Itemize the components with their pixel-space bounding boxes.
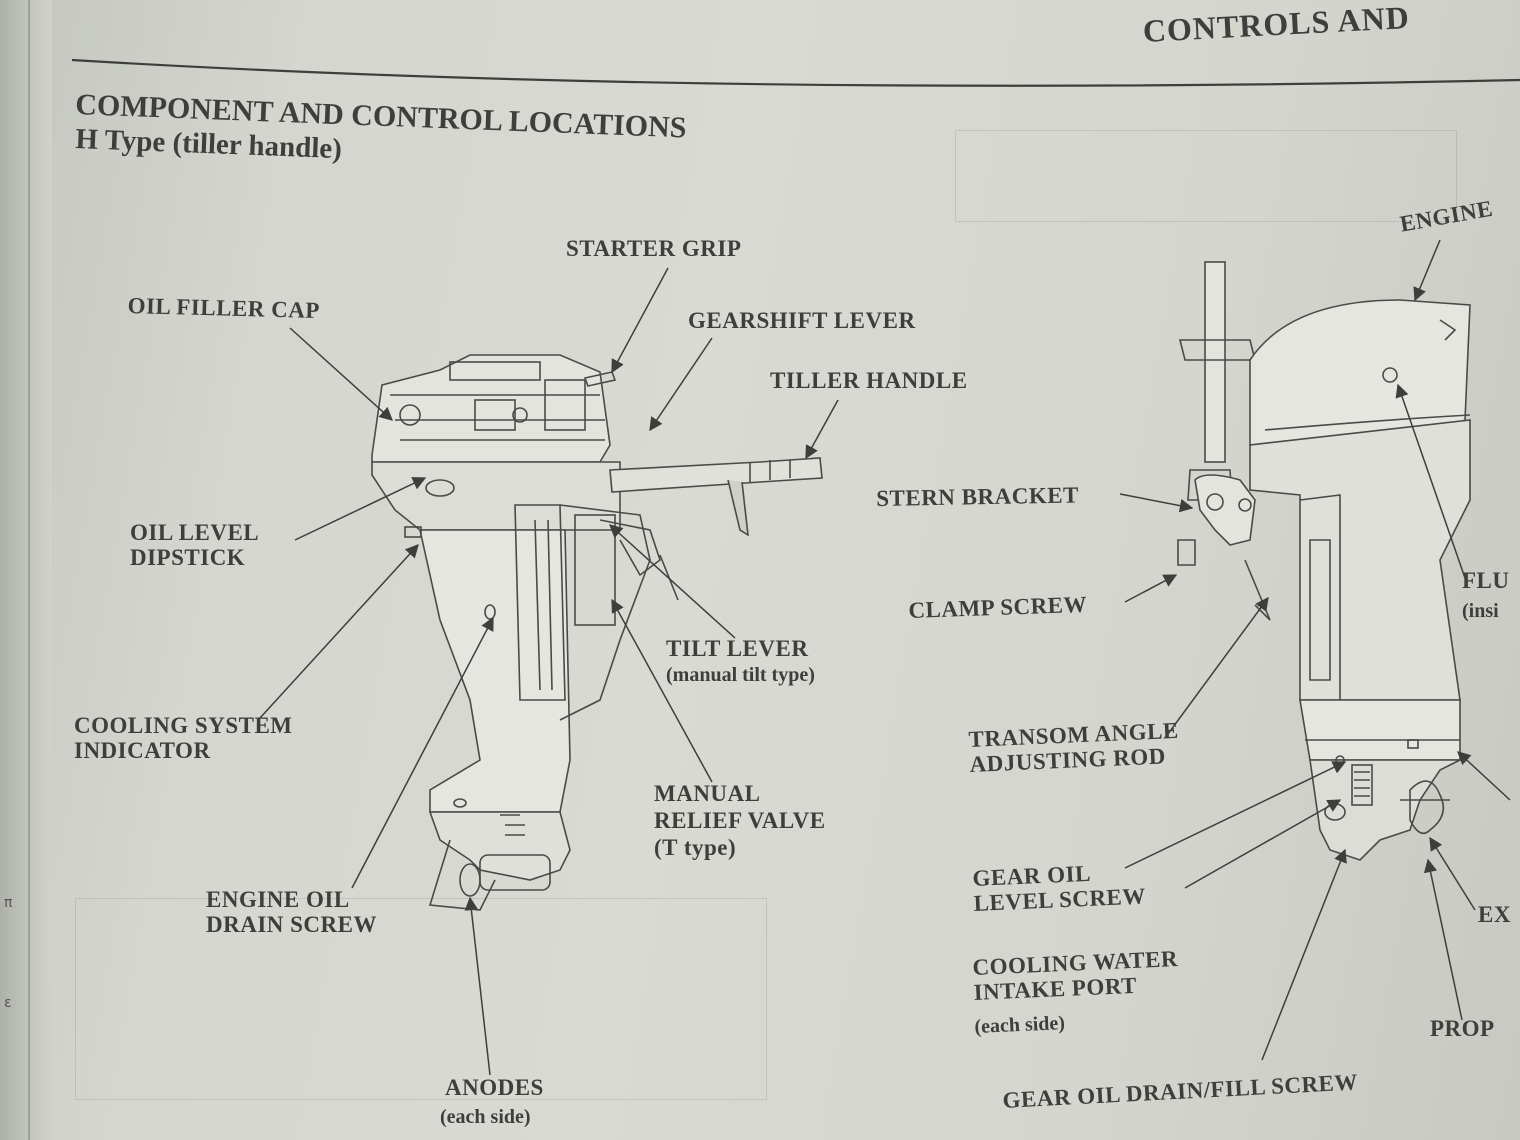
label-flu-note: (insi bbox=[1462, 600, 1499, 622]
label-cooling-system-indicator-line1: COOLING SYSTEM bbox=[74, 713, 293, 738]
label-starter-grip: STARTER GRIP bbox=[566, 236, 742, 261]
label-flu: FLU bbox=[1462, 568, 1510, 593]
margin-mark: π bbox=[4, 895, 13, 911]
label-manual-relief-valve-line2: RELIEF VALVE bbox=[654, 808, 826, 834]
label-anodes-note: (each side) bbox=[440, 1106, 531, 1128]
label-gearshift-lever: GEARSHIFT LEVER bbox=[688, 308, 916, 333]
book-spine-shadow bbox=[0, 0, 52, 1140]
margin-mark-2: ε bbox=[4, 995, 12, 1011]
leader-lines bbox=[259, 239, 1511, 1076]
label-oil-level-dipstick-line1: OIL LEVEL bbox=[130, 520, 260, 545]
label-tiller-handle: TILLER HANDLE bbox=[770, 368, 968, 393]
page-edge bbox=[28, 0, 30, 1140]
label-oil-filler-cap: OIL FILLER CAP bbox=[127, 293, 321, 324]
label-gear-oil-level-screw: GEAR OIL LEVEL SCREW bbox=[972, 858, 1146, 916]
left-motor-drawing bbox=[371, 354, 823, 911]
label-engine-oil-drain-screw: ENGINE OIL DRAIN SCREW bbox=[206, 887, 377, 938]
label-ex: EX bbox=[1478, 902, 1511, 927]
label-cooling-water-intake-port-note: (each side) bbox=[974, 1012, 1066, 1038]
header-rule bbox=[71, 58, 1520, 87]
label-tilt-lever-note: (manual tilt type) bbox=[666, 664, 815, 686]
label-engine-oil-drain-screw-line1: ENGINE OIL bbox=[206, 887, 350, 912]
label-cooling-water-intake-port: COOLING WATER INTAKE PORT bbox=[972, 946, 1180, 1006]
label-transom-angle-adjusting-rod: TRANSOM ANGLE ADJUSTING ROD bbox=[968, 718, 1180, 778]
label-manual-relief-valve-line1: MANUAL bbox=[654, 781, 761, 806]
ghost-box-reverse-page bbox=[75, 898, 767, 1100]
label-engine-oil-drain-screw-line2: DRAIN SCREW bbox=[206, 912, 377, 938]
label-cooling-system-indicator: COOLING SYSTEM INDICATOR bbox=[74, 713, 293, 764]
label-manual-relief-valve-line3: (T type) bbox=[654, 835, 737, 861]
label-prop: PROP bbox=[1430, 1016, 1495, 1041]
label-manual-relief-valve: MANUAL RELIEF VALVE (T type) bbox=[654, 780, 826, 861]
label-cooling-system-indicator-line2: INDICATOR bbox=[74, 738, 211, 764]
label-stern-bracket: STERN BRACKET bbox=[876, 482, 1080, 511]
label-oil-level-dipstick: OIL LEVEL DIPSTICK bbox=[130, 520, 259, 571]
label-tilt-lever: TILT LEVER bbox=[666, 636, 809, 661]
ghost-box-reverse-page-2 bbox=[955, 130, 1457, 222]
label-oil-level-dipstick-line2: DIPSTICK bbox=[130, 545, 246, 571]
right-motor-drawing bbox=[1177, 261, 1471, 861]
label-anodes: ANODES bbox=[445, 1075, 544, 1100]
